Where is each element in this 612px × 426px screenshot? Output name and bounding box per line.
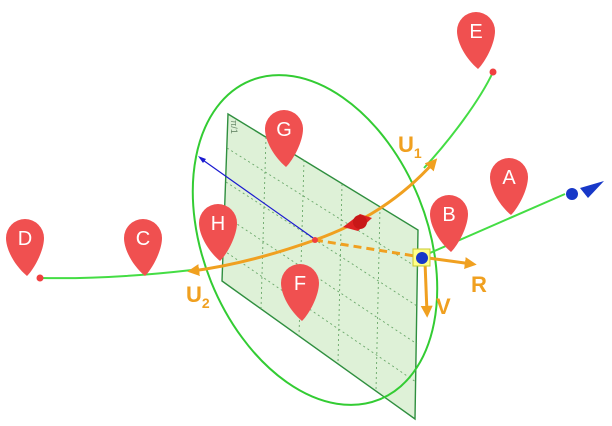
tangent-plane — [221, 112, 419, 421]
point-a-dot[interactable] — [566, 188, 578, 200]
pin-d-pin-icon — [6, 219, 44, 276]
point-e-dot[interactable] — [489, 68, 497, 76]
pin-b-label: B — [442, 204, 455, 226]
vector-u1-curve — [314, 158, 438, 242]
curve-segment-d-c — [39, 269, 193, 280]
point-b-dot[interactable] — [416, 252, 428, 264]
pin-f-marker[interactable]: F — [281, 264, 319, 321]
normal-circle — [191, 74, 439, 406]
vector-v — [420, 261, 433, 318]
normal-line — [199, 157, 317, 241]
vector-v-label: V — [436, 294, 451, 319]
pin-c-marker[interactable]: C — [124, 219, 162, 276]
point-f-dot — [312, 237, 318, 243]
pin-c-label: C — [136, 228, 150, 250]
pin-a-label: A — [502, 167, 516, 189]
normal-arrow-icon — [198, 156, 206, 163]
pin-h-marker[interactable]: H — [199, 204, 237, 261]
plane-caption: π/1 — [229, 120, 239, 134]
pin-g-marker[interactable]: G — [265, 110, 303, 167]
pin-e-marker[interactable]: E — [457, 12, 495, 69]
curve-segment-e — [423, 71, 494, 169]
vector-u1-label: U1 — [398, 132, 422, 161]
pin-g-label: G — [276, 119, 292, 141]
pin-g-pin-icon — [265, 110, 303, 167]
vector-u2-curve — [187, 238, 316, 277]
pin-a-pin-icon — [490, 158, 528, 215]
point-a-arrow-icon — [580, 181, 604, 198]
pin-f-pin-icon — [281, 264, 319, 321]
pin-e-pin-icon — [457, 12, 495, 69]
vector-u2-label: U2 — [186, 282, 210, 311]
red-direction-marker — [343, 214, 372, 231]
pin-h-label: H — [211, 213, 225, 235]
pin-c-pin-icon — [124, 219, 162, 276]
pin-d-label: D — [18, 228, 32, 250]
vector-r-label: R — [471, 272, 487, 297]
pin-b-marker[interactable]: B — [430, 195, 468, 252]
pin-a-marker[interactable]: A — [490, 158, 528, 215]
segment-f-b — [314, 238, 422, 259]
pin-d-marker[interactable]: D — [6, 219, 44, 276]
pin-e-label: E — [469, 21, 482, 43]
pin-f-label: F — [294, 273, 306, 295]
pin-h-pin-icon — [199, 204, 237, 261]
point-d-dot[interactable] — [36, 274, 44, 282]
pin-b-pin-icon — [430, 195, 468, 252]
